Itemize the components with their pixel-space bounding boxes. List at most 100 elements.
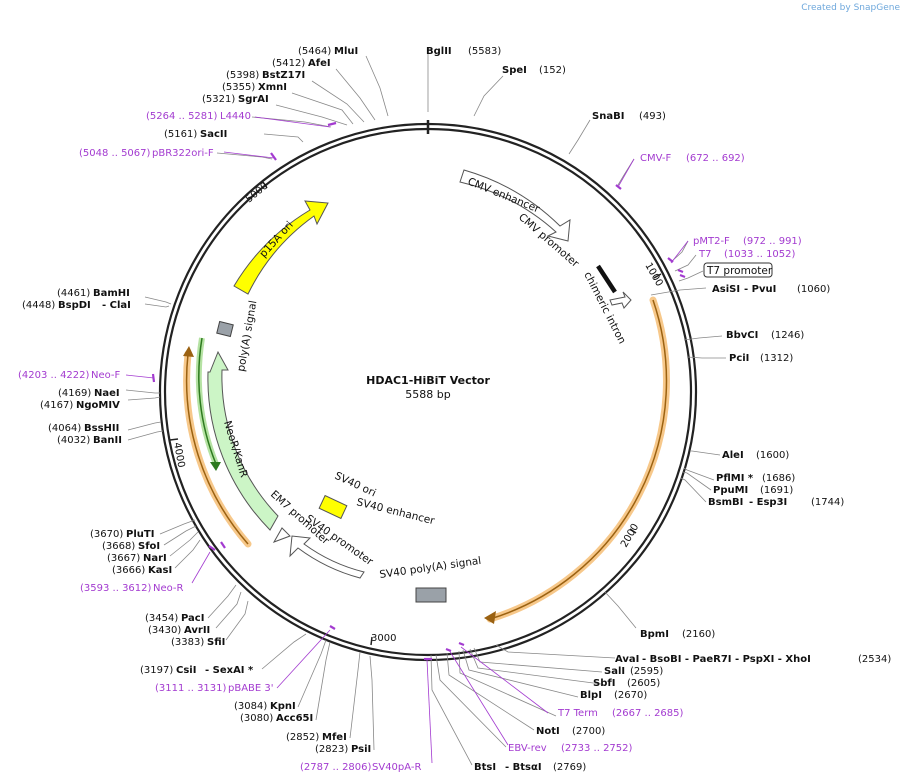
svg-text:(5048 .. 5067): (5048 .. 5067) [79,148,151,159]
orange-arc-arrow-2 [183,346,194,357]
svg-text:(672 .. 692): (672 .. 692) [686,153,745,164]
svg-text:L4440: L4440 [220,111,251,122]
feature-label-cmv-enhancer: CMV enhancer [466,176,542,216]
site-label-mfei: (2852)MfeI [286,732,347,743]
svg-text:BspDI: BspDI [58,300,91,311]
svg-text:(2823): (2823) [315,744,348,755]
svg-text:(3668): (3668) [102,541,135,552]
svg-text:(2605): (2605) [627,678,660,689]
svg-text:(4032): (4032) [57,435,90,446]
svg-text:(493): (493) [639,111,666,122]
svg-text:PflMI *: PflMI * [716,473,754,484]
site-label-bbvci: BbvCI(1246) [726,330,804,341]
primer-label-neo-f: (4203 .. 4222)Neo-F [18,370,121,381]
site-label-mlui: (5464)MluI [298,46,358,57]
site-label-avrii: (3430)AvrII [148,625,210,636]
primer-marks [151,121,686,661]
svg-text:- SexAI *: - SexAI * [205,665,254,676]
feature-label-p15a-ori: p15A ori [257,219,296,260]
svg-text:(1686): (1686) [762,473,795,484]
site-label-noti: NotI(2700) [536,726,605,737]
svg-text:(3197): (3197) [140,665,173,676]
t7-promoter-box [703,262,773,278]
svg-text:(3670): (3670) [90,529,123,540]
svg-text:(4064): (4064) [48,423,81,434]
svg-text:NarI: NarI [143,553,167,564]
site-label-asisi: AsiSI- PvuI(1060) [712,284,830,295]
em7-promoter-arrow [272,527,291,543]
tick-mark [169,438,179,441]
svg-text:SalI: SalI [604,666,625,677]
site-label-kpni: (3084)KpnI [234,701,296,712]
svg-text:PpuMI: PpuMI [713,485,748,496]
tick-label-1000: 1000 [642,261,664,289]
svg-text:(5321): (5321) [202,94,235,105]
svg-text:T7 Term: T7 Term [557,708,598,719]
site-label-sfoi: (3668)SfoI [102,541,160,552]
green-arc-arrow [210,462,221,471]
feature-label-polya-signal: poly(A) signal [235,300,259,373]
svg-text:SpeI: SpeI [502,65,527,76]
primer-label-sv40pa-r: (2787 .. 2806)SV40pA-R [300,762,421,773]
svg-text:T7: T7 [698,249,711,260]
site-label-bglii: BglII(5583) [426,46,501,57]
site-label-avai: AvaI- BsoBI - PaeR7I - PspXI - XhoI(2534… [615,654,891,665]
svg-text:(5161): (5161) [164,129,197,140]
primer-label-ebv-rev: EBV-rev(2733 .. 2752) [508,743,633,754]
site-label-afei: (5412)AfeI [272,58,331,69]
primer-label-t7-term: T7 Term (2667 .. 2685) [557,708,684,719]
leader-lines [125,48,726,766]
intron-arrow [609,291,632,309]
svg-text:(2700): (2700) [572,726,605,737]
svg-text:(1691): (1691) [760,485,793,496]
svg-text:(4167): (4167) [40,400,73,411]
svg-text:NgoMIV: NgoMIV [76,400,120,411]
primer-lines [125,116,689,764]
svg-text:Neo-F: Neo-F [91,370,121,381]
tick-mark [262,181,268,189]
primer-label-pbabe-3: (3111 .. 3131)pBABE 3' [155,683,274,694]
svg-text:MfeI: MfeI [322,732,347,743]
site-label-sbfi: SbfI(2605) [593,678,660,689]
site-label-csii: (3197)CsiI - SexAI * [140,665,254,676]
primer-label-pmt2-f: pMT2-F(972 .. 991) [693,236,802,247]
svg-text:- BtsαI: - BtsαI [505,762,542,773]
svg-text:pBABE 3': pBABE 3' [228,683,274,694]
svg-text:SgrAI: SgrAI [238,94,269,105]
polya-signal-box [216,320,234,338]
feature-label-sv40-promoter: SV40 promoter [303,513,375,569]
svg-text:BlpI: BlpI [580,690,602,701]
svg-text:pBR322ori-F: pBR322ori-F [152,148,214,159]
site-label-alei: AleI(1600) [722,450,789,461]
map-size: 5588 bp [405,388,450,401]
svg-text:PciI: PciI [729,353,749,364]
svg-text:(3666): (3666) [112,565,145,576]
site-label-ngomiv: (4167)NgoMIV [40,400,120,411]
svg-text:(5464): (5464) [298,46,331,57]
svg-text:(4203 .. 4222): (4203 .. 4222) [18,370,90,381]
svg-text:BpmI: BpmI [640,629,669,640]
svg-text:KasI: KasI [148,565,172,576]
feature-label-sv40-ori: SV40 ori [333,470,378,500]
orange-arc-arrow [484,611,496,624]
svg-text:(2670): (2670) [614,690,647,701]
svg-text:MluI: MluI [334,46,358,57]
cmv-enhancer-arrow [459,169,571,242]
svg-text:(2769): (2769) [553,762,586,773]
svg-text:(3080): (3080) [240,713,273,724]
svg-text:AvaI: AvaI [615,654,639,665]
svg-text:(2667 .. 2685): (2667 .. 2685) [612,708,684,719]
svg-text:CsiI: CsiI [176,665,196,676]
svg-text:(1060): (1060) [797,284,830,295]
svg-text:BamHI: BamHI [93,288,130,299]
feature-label-sv40-polya: SV40 poly(A) signal [379,555,482,581]
feature-label-t7-promoter: T7 promoter [706,265,773,277]
site-label-bpmi: BpmI(2160) [640,629,715,640]
site-label-bsshii: (4064)BssHII [48,423,119,434]
primer-label-l4440: (5264 .. 5281)L4440 [146,111,251,122]
svg-text:(2595): (2595) [630,666,663,677]
svg-text:PluTI: PluTI [126,529,154,540]
tick-label-4000: 4000 [171,442,186,469]
site-label-pcii: PciI(1312) [729,353,793,364]
